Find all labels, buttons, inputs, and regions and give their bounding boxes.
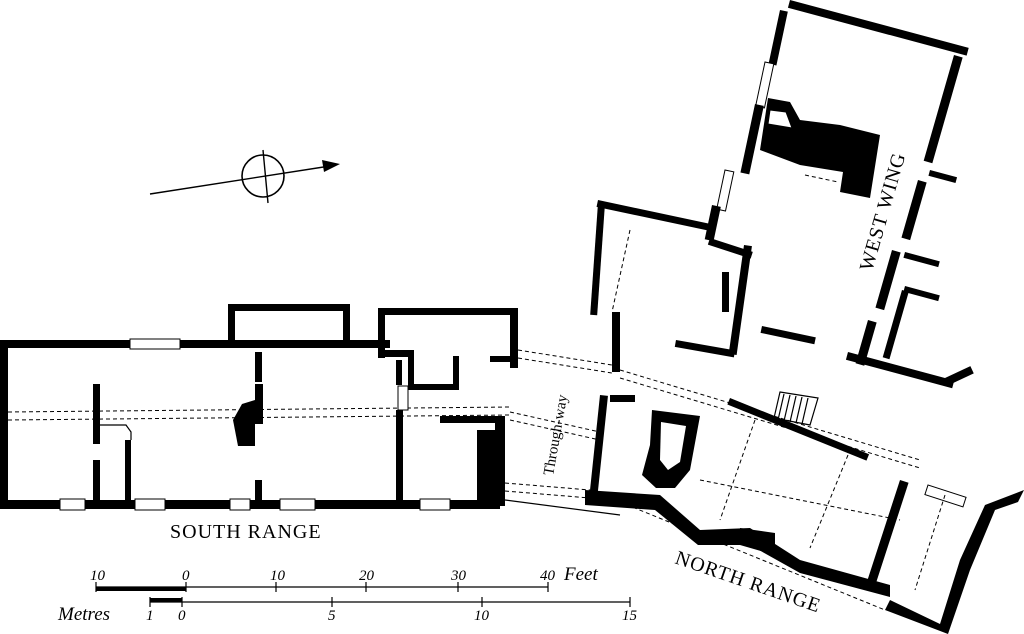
north-arrow-icon — [149, 149, 340, 204]
metres-tick-1: 0 — [178, 608, 186, 624]
metres-tick-4: 15 — [622, 608, 638, 624]
through-way-plan — [504, 349, 621, 516]
south-range-label: SOUTH RANGE — [170, 521, 322, 543]
metres-unit-label: Metres — [57, 604, 110, 625]
feet-tick-1: 0 — [182, 568, 190, 584]
metres-tick-3: 10 — [474, 608, 490, 624]
south-range-plan — [0, 304, 518, 511]
feet-tick-3: 20 — [359, 568, 375, 584]
feet-tick-2: 10 — [270, 568, 286, 584]
north-range-label: NORTH RANGE — [672, 547, 823, 617]
metres-tick-2: 5 — [328, 608, 336, 624]
north-range-plan — [585, 200, 1024, 634]
through-way-label: Through-way — [541, 393, 571, 477]
feet-unit-label: Feet — [563, 564, 598, 585]
west-wing-plan — [704, 0, 974, 389]
stair-icon — [773, 391, 819, 426]
feet-tick-5: 40 — [540, 568, 556, 584]
scale-bar-metres: Metres 1 0 5 10 15 — [57, 597, 638, 625]
scale-bar-feet: 10 0 10 20 30 40 Feet — [90, 564, 598, 592]
feet-tick-0: 10 — [90, 568, 106, 584]
metres-tick-0: 1 — [146, 608, 154, 624]
feet-tick-4: 30 — [450, 568, 467, 584]
